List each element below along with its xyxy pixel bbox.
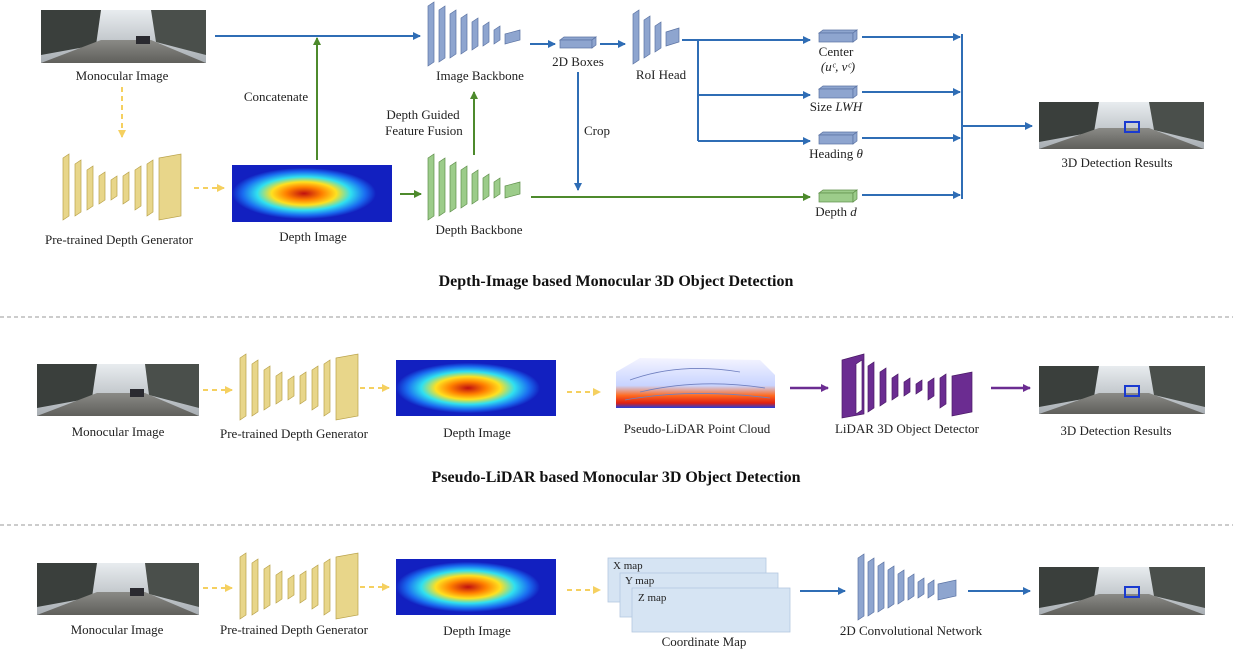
label-concatenate: Concatenate [244,89,308,104]
lidar-detector [841,353,973,419]
label-size-prefix: Size [810,99,836,114]
label-depth-image-1: Depth Image [279,229,347,244]
z-map-sheet [631,587,791,633]
label-depth-prefix: Depth [815,204,850,219]
label-crop: Crop [584,123,610,138]
label-y-map: Y map [625,575,655,587]
label-depth-guided: Depth Guided [386,107,460,122]
label-depth-generator-2: Pre-trained Depth Generator [220,426,369,441]
depth-output-box [817,189,859,203]
label-results-2: 3D Detection Results [1060,423,1171,438]
label-2d-boxes: 2D Boxes [552,54,604,69]
label-size: Size LWH [810,99,863,114]
monocular-image-2 [37,364,199,416]
depth-generator-1 [62,153,182,221]
section-pseudo-lidar: Monocular Image Pre-trained Depth Genera… [37,353,1205,486]
section1-title: Depth-Image based Monocular 3D Object De… [439,273,794,290]
label-conv-network: 2D Convolutional Network [840,623,983,638]
label-monocular-image-2: Monocular Image [72,424,165,439]
label-depth-image-2: Depth Image [443,425,511,440]
label-monocular-image-1: Monocular Image [76,68,169,83]
label-depth: Depth d [815,204,857,219]
heading-output-box [817,131,859,145]
depth-image-1 [232,165,392,222]
center-output-box [817,29,859,43]
monocular-image-3 [37,563,199,615]
label-x-map: X map [613,560,643,572]
roi-head [632,9,680,65]
size-output-box [817,85,859,99]
label-heading: Heading θ [809,146,863,161]
detection-results-image-2 [1039,366,1205,414]
label-point-cloud: Pseudo-LiDAR Point Cloud [624,421,771,436]
detection-results-image-1 [1039,102,1204,149]
label-roi-head: RoI Head [636,67,687,82]
label-image-backbone: Image Backbone [436,68,524,83]
conv-network [857,553,957,621]
label-heading-var: θ [856,146,863,161]
label-z-map: Z map [638,592,667,604]
monocular-image-1 [41,10,206,63]
boxes-2d [558,36,598,49]
depth-generator-2 [239,353,359,421]
image-backbone [427,1,521,67]
depth-generator-3 [239,552,359,620]
label-results-1: 3D Detection Results [1061,155,1172,170]
depth-image-2 [396,360,556,416]
label-coordinate-map: Coordinate Map [662,634,747,649]
label-feature-fusion: Feature Fusion [385,123,463,138]
pseudo-lidar-point-cloud [616,358,775,408]
label-size-var: LWH [834,99,863,114]
section-coordinate-map: Monocular Image Pre-trained Depth Genera… [37,552,1205,649]
depth-image-3 [396,559,556,615]
coordinate-map [607,557,791,633]
label-depth-generator-1: Pre-trained Depth Generator [45,232,194,247]
label-depth-var: d [850,204,857,219]
label-heading-prefix: Heading [809,146,856,161]
section2-title: Pseudo-LiDAR based Monocular 3D Object D… [431,469,800,486]
depth-backbone [427,153,521,221]
label-lidar-detector: LiDAR 3D Object Detector [835,421,980,436]
label-depth-image-3: Depth Image [443,623,511,638]
detection-results-image-3 [1039,567,1205,615]
label-monocular-image-3: Monocular Image [71,622,164,637]
section-depth-image: Monocular Image Pre-trained Depth Genera… [41,1,1204,290]
label-depth-generator-3: Pre-trained Depth Generator [220,622,369,637]
label-center: Center [819,44,854,59]
label-depth-backbone: Depth Backbone [435,222,522,237]
label-center-coords: (uᶜ, vᶜ) [821,59,855,74]
